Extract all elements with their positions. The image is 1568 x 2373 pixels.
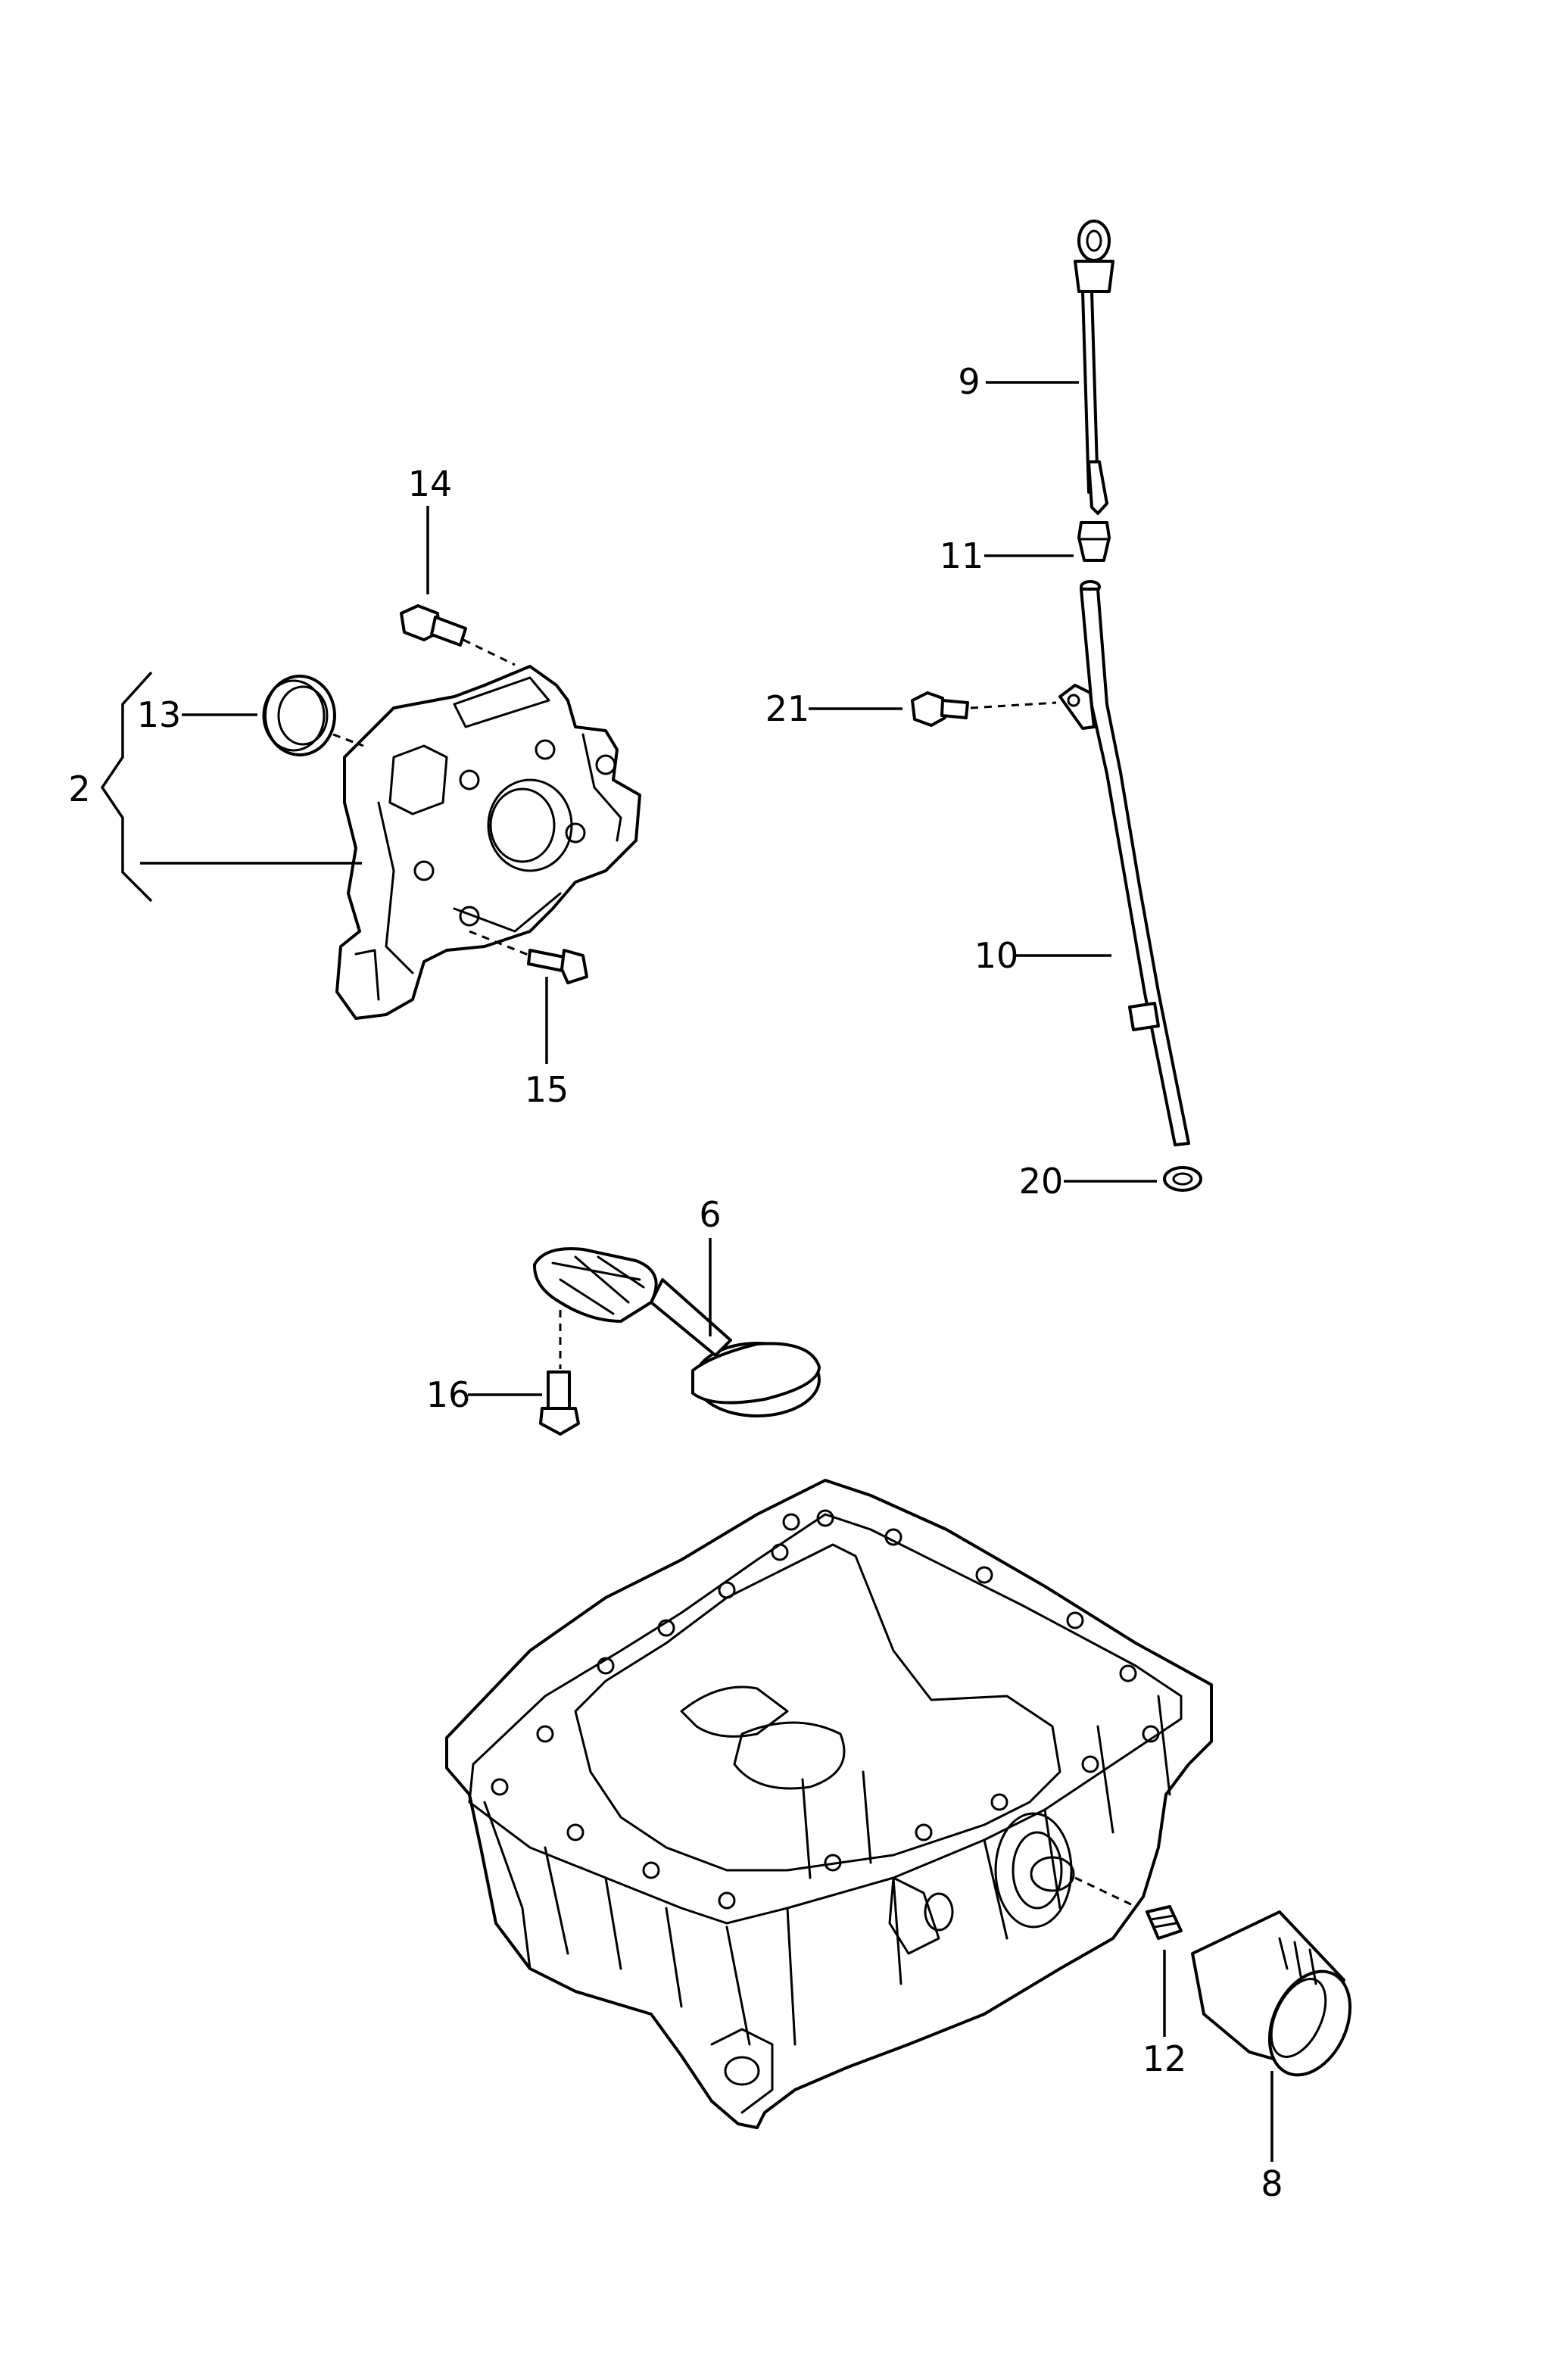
bolt-15-dash-line — [469, 930, 531, 957]
bolt-21 — [911, 691, 969, 727]
callout-2: 2 — [68, 769, 90, 809]
dipstick-guide-tube-10 — [1058, 580, 1190, 1146]
oil-pickup-pipe-6 — [532, 1247, 821, 1417]
oil-pump-assembly — [335, 665, 641, 1020]
callout-13: 13 — [137, 694, 182, 735]
bolt-14 — [400, 604, 467, 647]
drain-plug-dash-line — [1074, 1876, 1136, 1908]
bracket-2 — [100, 671, 153, 903]
oil-drain-plug-12 — [1146, 1905, 1183, 1940]
bolt-14-dash-line — [463, 638, 516, 666]
callout-14: 14 — [408, 463, 453, 504]
callout-6: 6 — [699, 1194, 721, 1235]
seal-ring-13 — [262, 675, 336, 756]
callout-8: 8 — [1261, 2163, 1283, 2204]
bolt-21-dash-line — [970, 701, 1057, 709]
callout-16: 16 — [426, 1374, 471, 1415]
callout-20: 20 — [1019, 1161, 1064, 1202]
o-ring-20 — [1163, 1166, 1202, 1192]
callout-21: 21 — [765, 688, 810, 729]
oil-filter-8 — [1191, 1910, 1352, 2077]
callout-12: 12 — [1142, 2038, 1187, 2079]
guide-tube-plug-11 — [1077, 521, 1111, 562]
callout-10: 10 — [974, 935, 1019, 976]
seal-dash-line — [332, 733, 364, 747]
oil-pan — [445, 1479, 1213, 2129]
callout-11: 11 — [940, 535, 984, 576]
bolt-15 — [527, 949, 588, 984]
dipstick-9 — [1074, 220, 1114, 515]
callout-15: 15 — [525, 1069, 569, 1110]
bolt-16 — [539, 1370, 580, 1436]
callout-9: 9 — [958, 361, 980, 402]
